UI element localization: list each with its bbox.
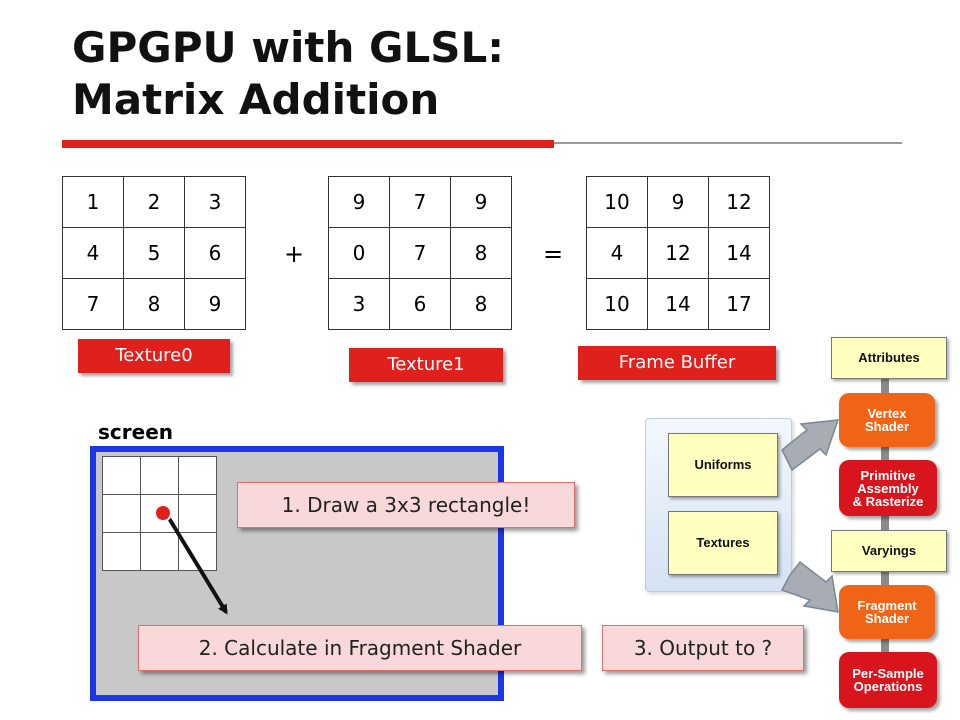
matrix-row: 9 7 9 bbox=[328, 176, 512, 228]
slide-title: GPGPU with GLSL: Matrix Addition bbox=[72, 22, 504, 126]
textures-box: Textures bbox=[668, 511, 778, 575]
matrix-cell: 9 bbox=[328, 176, 390, 228]
title-line-2: Matrix Addition bbox=[72, 75, 440, 124]
rectangle-grid bbox=[102, 456, 217, 571]
matrix-cell: 7 bbox=[62, 278, 124, 330]
grid-cell bbox=[178, 532, 217, 571]
matrix-row: 7 8 9 bbox=[62, 278, 246, 330]
matrix-cell: 14 bbox=[647, 278, 709, 330]
screen-label: screen bbox=[98, 420, 173, 444]
grid-cell bbox=[102, 532, 141, 571]
matrix-cell: 6 bbox=[389, 278, 451, 330]
matrix-texture1: 9 7 9 0 7 8 3 6 8 bbox=[328, 176, 512, 330]
matrix-cell: 0 bbox=[328, 227, 390, 279]
stage-label-line: Assembly bbox=[857, 480, 919, 496]
grid-cell bbox=[140, 532, 179, 571]
matrix-cell: 5 bbox=[123, 227, 185, 279]
matrix-cell: 2 bbox=[123, 176, 185, 228]
matrix-cell: 10 bbox=[586, 278, 648, 330]
matrix-cell: 12 bbox=[708, 176, 770, 228]
step-1-note: 1. Draw a 3x3 rectangle! bbox=[237, 482, 575, 528]
attributes-box: Attributes bbox=[831, 337, 947, 379]
plus-operator: + bbox=[284, 240, 305, 268]
matrix-cell: 8 bbox=[123, 278, 185, 330]
matrix-cell: 8 bbox=[450, 227, 512, 279]
matrix-cell: 9 bbox=[647, 176, 709, 228]
matrix-cell: 3 bbox=[328, 278, 390, 330]
matrix-row: 4 5 6 bbox=[62, 227, 246, 279]
stage-label-line: Shader bbox=[864, 419, 910, 434]
grid-cell bbox=[102, 456, 141, 495]
matrix-row: 4 12 14 bbox=[586, 227, 770, 279]
varyings-box: Varyings bbox=[831, 530, 947, 572]
grid-row bbox=[102, 532, 217, 571]
step-2-note: 2. Calculate in Fragment Shader bbox=[138, 625, 582, 671]
uniforms-box: Uniforms bbox=[668, 433, 778, 497]
stage-label-line: & Rasterize bbox=[852, 493, 924, 509]
matrix-row: 0 7 8 bbox=[328, 227, 512, 279]
texture0-label: Texture0 bbox=[78, 339, 230, 373]
matrix-row: 10 14 17 bbox=[586, 278, 770, 330]
per-sample-operations-stage: Per-Sample Operations bbox=[839, 652, 937, 708]
fragment-shader-stage: Fragment Shader bbox=[839, 585, 935, 639]
title-accent-bar bbox=[62, 140, 554, 148]
matrix-cell: 14 bbox=[708, 227, 770, 279]
matrix-row: 1 2 3 bbox=[62, 176, 246, 228]
stage-label-line: Operations bbox=[853, 679, 923, 694]
grid-cell bbox=[178, 494, 217, 533]
matrix-cell: 3 bbox=[184, 176, 246, 228]
grid-cell bbox=[140, 456, 179, 495]
matrix-cell: 9 bbox=[450, 176, 512, 228]
matrix-cell: 12 bbox=[647, 227, 709, 279]
matrix-cell: 17 bbox=[708, 278, 770, 330]
title-line-1: GPGPU with GLSL: bbox=[72, 23, 505, 72]
primitive-assembly-stage: Primitive Assembly & Rasterize bbox=[839, 460, 937, 516]
matrix-cell: 1 bbox=[62, 176, 124, 228]
matrix-cell: 4 bbox=[62, 227, 124, 279]
equals-operator: = bbox=[543, 240, 564, 268]
matrix-cell: 10 bbox=[586, 176, 648, 228]
matrix-frame-buffer: 10 9 12 4 12 14 10 14 17 bbox=[586, 176, 770, 330]
matrix-cell: 7 bbox=[389, 227, 451, 279]
stage-label-line: Vertex bbox=[867, 406, 907, 421]
stage-label-line: Shader bbox=[864, 611, 910, 626]
stage-label-line: Per-Sample bbox=[852, 666, 924, 681]
frame-buffer-label: Frame Buffer bbox=[578, 346, 776, 380]
matrix-cell: 4 bbox=[586, 227, 648, 279]
grid-cell bbox=[140, 494, 179, 533]
grid-cell bbox=[178, 456, 217, 495]
vertex-shader-stage: Vertex Shader bbox=[839, 393, 935, 447]
matrix-cell: 7 bbox=[389, 176, 451, 228]
matrix-cell: 9 bbox=[184, 278, 246, 330]
matrix-cell: 8 bbox=[450, 278, 512, 330]
stage-label-line: Primitive bbox=[860, 467, 916, 483]
grid-row bbox=[102, 494, 217, 533]
grid-row bbox=[102, 456, 217, 495]
step-3-note: 3. Output to ? bbox=[602, 625, 804, 671]
grid-cell bbox=[102, 494, 141, 533]
stage-label-line: Fragment bbox=[857, 598, 917, 613]
texture1-label: Texture1 bbox=[349, 348, 503, 382]
matrix-row: 3 6 8 bbox=[328, 278, 512, 330]
matrix-texture0: 1 2 3 4 5 6 7 8 9 bbox=[62, 176, 246, 330]
matrix-row: 10 9 12 bbox=[586, 176, 770, 228]
matrix-cell: 6 bbox=[184, 227, 246, 279]
